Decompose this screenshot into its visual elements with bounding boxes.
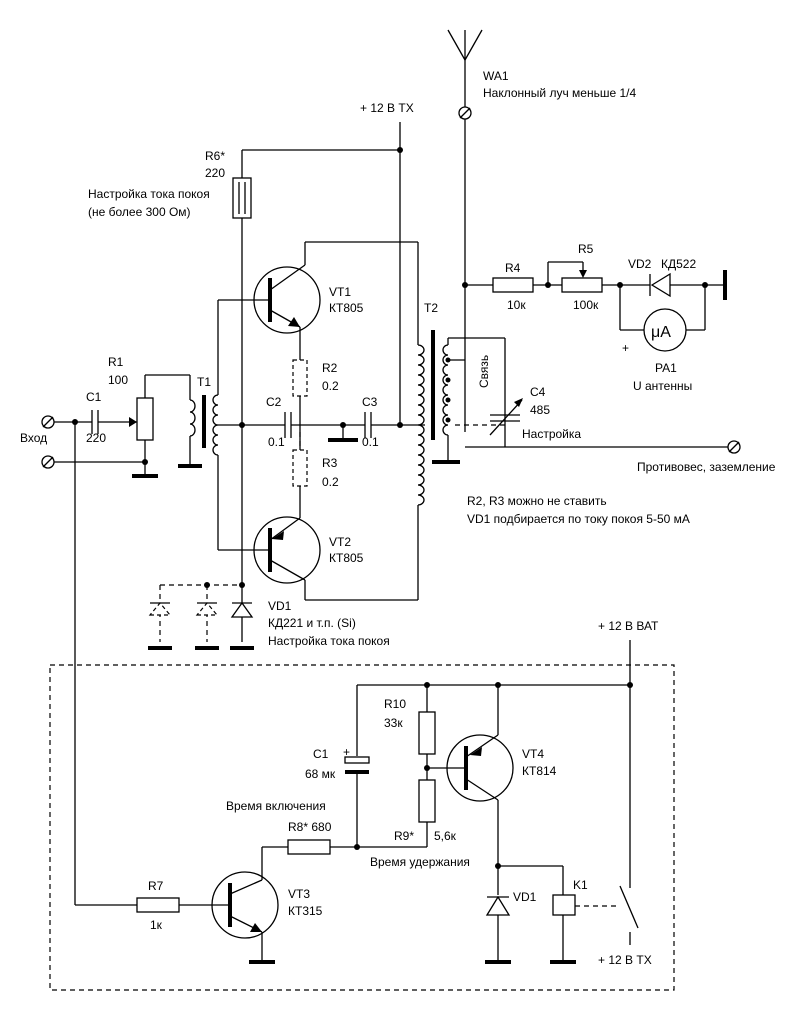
hold-time-label: Время удержания [370, 855, 470, 869]
c1-value: 220 [86, 431, 106, 445]
vd1-label: VD1 [268, 599, 292, 613]
c4-label: C4 [530, 385, 546, 399]
note-vd1: VD1 подбирается по току покоя 5-50 мА [467, 512, 690, 526]
t2-label: T2 [424, 301, 438, 315]
transistor-vt2 [218, 516, 418, 601]
pa1-description: U антенны [633, 379, 692, 393]
r10-label: R10 [384, 697, 406, 711]
transistor-vt4 [446, 685, 514, 895]
c4-value: 485 [530, 403, 550, 417]
input-section [41, 375, 158, 905]
transformer-t2 [417, 330, 506, 506]
midpoint-bus [218, 412, 425, 442]
r9-value: 5,6к [434, 829, 457, 843]
vt1-label: VT1 [329, 285, 351, 299]
svyaz-label: Связь [477, 355, 491, 388]
c2-label: C2 [266, 395, 282, 409]
r8-label: R8* 680 [288, 820, 332, 834]
resistor-r3 [292, 449, 308, 518]
vt3-label: VT3 [288, 887, 310, 901]
vd2-type: КД522 [661, 257, 696, 271]
r6-label: R6* [205, 149, 225, 163]
vd1-type: КД221 и т.п. (Si) [268, 616, 356, 630]
r2-label: R2 [322, 361, 338, 375]
r4-label: R4 [505, 261, 521, 275]
note-r2-r3: R2, R3 можно не ставить [467, 494, 607, 508]
relay-section [485, 863, 639, 964]
vt4-label: VT4 [522, 747, 544, 761]
t1-label: T1 [197, 375, 211, 389]
bias-diodes-vd1 [148, 582, 254, 650]
r5-value: 100к [573, 298, 599, 312]
capacitor-c1-68uf [344, 756, 370, 847]
pa1-plus: + [622, 341, 629, 355]
supply-12v-tx-top-label: + 12 В ТХ [360, 101, 414, 115]
r1-value: 100 [108, 373, 128, 387]
vd1-description: Настройка тока покоя [268, 634, 390, 648]
input-label: Вход [20, 431, 47, 445]
capacitor-c4 [465, 398, 728, 448]
supply-12v-bat-label: + 12 В ВАТ [598, 619, 659, 633]
c1b-value: 68 мк [305, 767, 336, 781]
r2-value: 0.2 [322, 379, 339, 393]
vt2-label: VT2 [329, 535, 351, 549]
antenna-meter [462, 261, 727, 352]
r6-description-2: (не более 300 Ом) [88, 205, 191, 219]
transistor-vt1 [218, 241, 418, 360]
resistor-r2 [292, 359, 308, 450]
vt4-type: КТ814 [522, 764, 557, 778]
r6-value: 220 [205, 166, 225, 180]
counterpoise-label: Противовес, заземление [637, 460, 776, 474]
r3-value: 0.2 [322, 475, 339, 489]
pa1-symbol: μA [651, 324, 671, 341]
r4-value: 10к [507, 298, 526, 312]
r5-label: R5 [578, 242, 594, 256]
c1-label: C1 [86, 390, 102, 404]
r1-label: R1 [108, 355, 124, 369]
c3-value: 0.1 [362, 435, 379, 449]
resistor-r10 [418, 685, 466, 847]
top-rail [241, 122, 403, 425]
battery-rail [356, 640, 633, 888]
c1b-plus: + [343, 745, 350, 759]
on-time-label: Время включения [226, 799, 326, 813]
r7-vt3 [75, 871, 279, 964]
vd1b-label: VD1 [513, 890, 537, 904]
wa1-description: Наклонный луч меньше 1/4 [483, 86, 636, 100]
c4-description: Настройка [522, 427, 581, 441]
resistor-r6 [232, 177, 252, 600]
r8-line [261, 839, 427, 880]
transformer-t1 [178, 375, 219, 468]
r10-value: 33к [384, 716, 403, 730]
timer-block-outline [49, 664, 675, 991]
vt1-type: КТ805 [329, 301, 364, 315]
k1-label: K1 [573, 878, 588, 892]
supply-12v-tx-bottom-label: + 12 В ТХ [598, 953, 652, 967]
r6-description-1: Настройка тока покоя [88, 187, 210, 201]
c1b-label: C1 [313, 747, 329, 761]
wa1-label: WA1 [483, 69, 509, 83]
antenna-wa1 [447, 29, 483, 432]
r7-value: 1к [150, 918, 163, 932]
c2-value: 0.1 [268, 435, 285, 449]
vt3-type: КТ315 [288, 904, 323, 918]
c3-label: C3 [362, 395, 378, 409]
vt2-type: КТ805 [329, 551, 364, 565]
vd2-label: VD2 [628, 257, 652, 271]
r7-label: R7 [148, 879, 164, 893]
r3-label: R3 [322, 456, 338, 470]
r9-label: R9* [394, 829, 414, 843]
pa1-label: PA1 [655, 361, 677, 375]
